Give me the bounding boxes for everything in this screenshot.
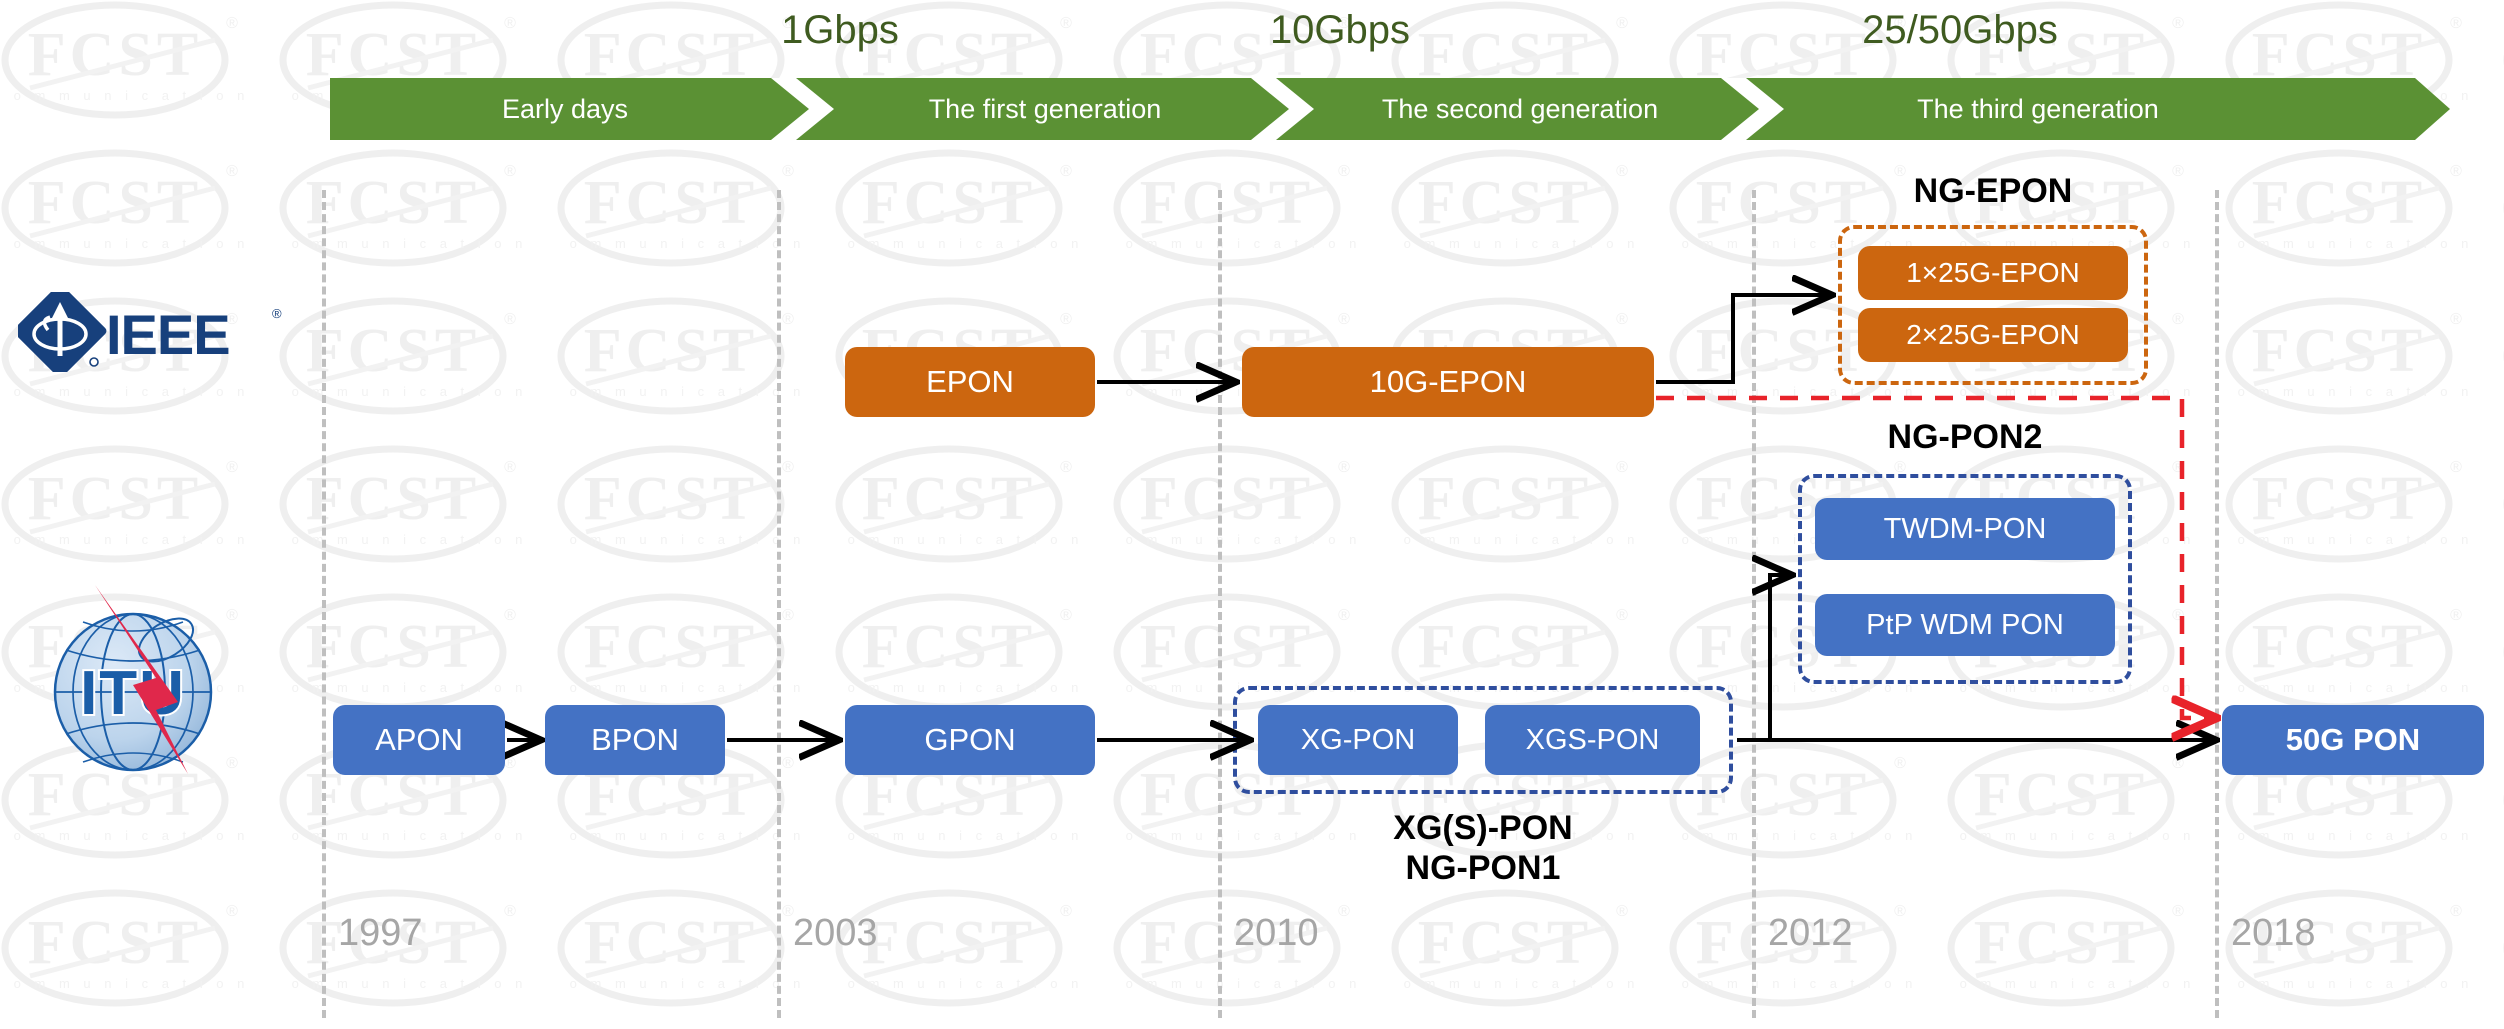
node-gpon[interactable]: GPON — [845, 705, 1095, 775]
ng-pon2-group-title: NG-PON2 — [1887, 418, 2043, 456]
year-label-2003: 2003 — [793, 912, 878, 954]
gridline-2003 — [777, 190, 781, 1018]
node-ptp-wdm-pon[interactable]: PtP WDM PON — [1815, 594, 2115, 656]
node-twdm-pon[interactable]: TWDM-PON — [1815, 498, 2115, 560]
phase-first-generation[interactable]: The first generation — [928, 94, 1162, 124]
node-bpon[interactable]: BPON — [545, 705, 725, 775]
node-apon[interactable]: APON — [333, 705, 505, 775]
node-2x25g-epon[interactable]: 2×25G-EPON — [1858, 308, 2128, 362]
xgs-pon-caption-line2: NG-PON1 — [1405, 849, 1561, 888]
year-label-1997: 1997 — [338, 912, 423, 954]
xgs-pon-caption-line1: XG(S)-PON — [1393, 809, 1573, 847]
gridline-2012 — [1752, 190, 1756, 1018]
xgs-pon-caption: XG(S)-PON NG-PON1 — [1233, 808, 1733, 888]
svg-text:®: ® — [272, 306, 282, 321]
gridline-2018 — [2215, 190, 2219, 1018]
gridline-2010 — [1218, 190, 1222, 1018]
node-xg-pon[interactable]: XG-PON — [1258, 705, 1458, 775]
itu-logo: ITU — [53, 585, 213, 774]
node-xgs-pon[interactable]: XGS-PON — [1485, 705, 1700, 775]
svg-text:IEEE: IEEE — [106, 303, 230, 366]
phase-second-generation[interactable]: The second generation — [1381, 94, 1659, 124]
node-50g-pon[interactable]: 50G PON — [2222, 705, 2484, 775]
node-10g-epon[interactable]: 10G-EPON — [1242, 347, 1654, 417]
speed-label-10gbps: 10Gbps — [1269, 8, 1411, 52]
year-label-2012: 2012 — [1768, 912, 1853, 954]
speed-label-1gbps: 1Gbps — [781, 8, 899, 52]
ieee-logo: IEEE ® — [18, 292, 282, 372]
phase-third-generation[interactable]: The third generation — [1917, 94, 2159, 124]
year-label-2018: 2018 — [2231, 912, 2316, 954]
year-label-2010: 2010 — [1234, 912, 1319, 954]
node-1x25g-epon[interactable]: 1×25G-EPON — [1858, 246, 2128, 300]
phase-early-days[interactable]: Early days — [501, 94, 629, 124]
ng-epon-group-title: NG-EPON — [1913, 172, 2073, 210]
node-epon[interactable]: EPON — [845, 347, 1095, 417]
gridline-1997 — [322, 190, 326, 1018]
speed-label-25-50gbps: 25/50Gbps — [1862, 8, 2058, 52]
